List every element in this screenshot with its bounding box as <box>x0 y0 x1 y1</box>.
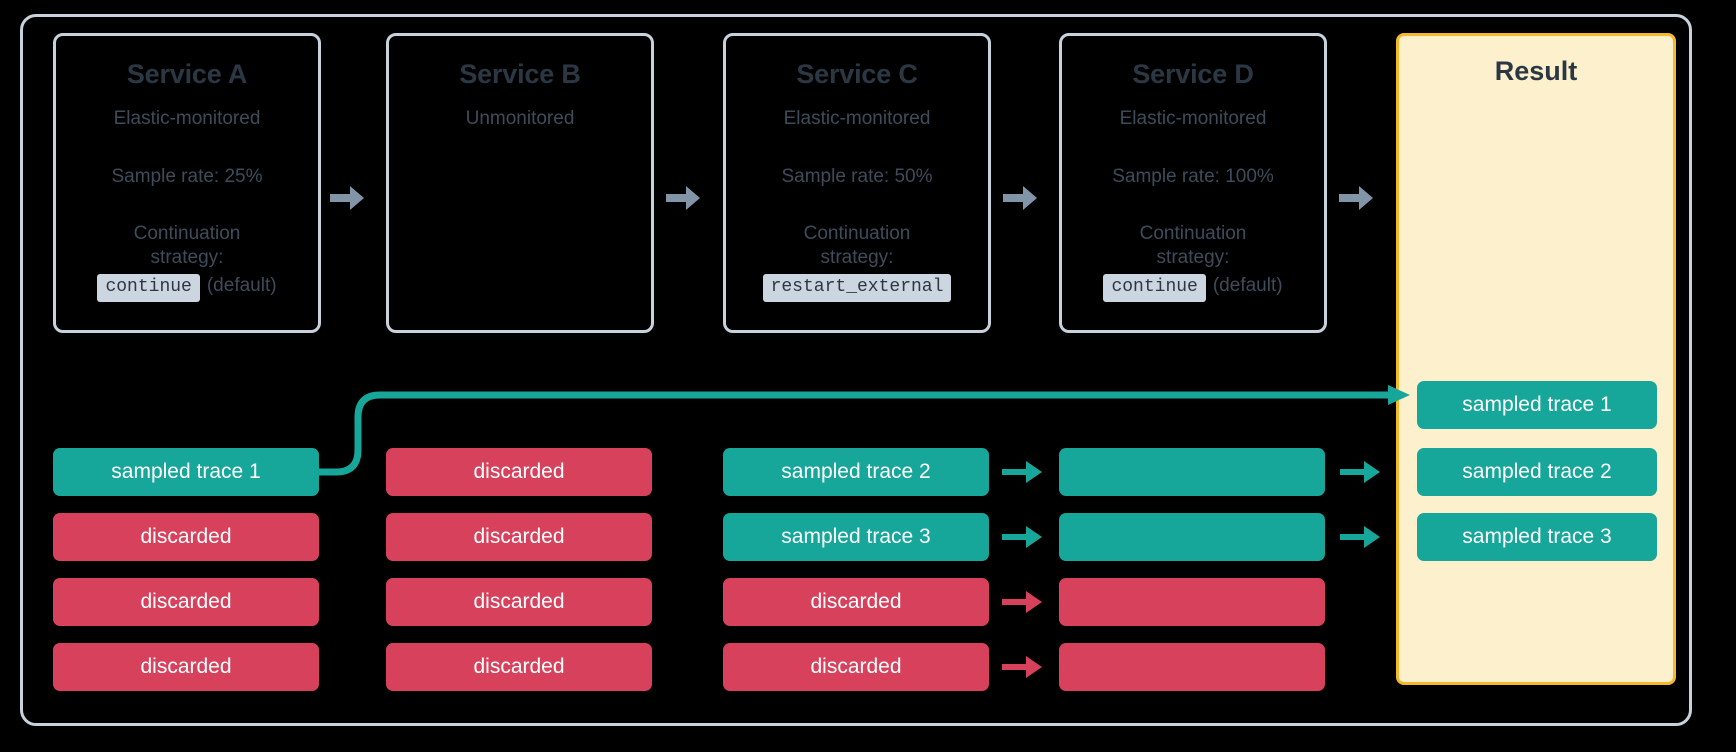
list-item: discarded <box>723 578 989 626</box>
service-card-c: Service C Elastic-monitored Sample rate:… <box>723 33 991 333</box>
list-item: discarded <box>53 513 319 561</box>
result-panel <box>1396 33 1676 685</box>
row-arrow-c-to-d-icon <box>1002 526 1042 548</box>
service-strategy-row: restart_external <box>762 274 952 302</box>
row-arrow-c-to-d-icon <box>1002 656 1042 678</box>
trace1-connector-path <box>314 385 1410 476</box>
service-card-b: Service B Unmonitored <box>386 33 654 333</box>
service-monitoring: Unmonitored <box>465 107 575 129</box>
service-card-a: Service A Elastic-monitored Sample rate:… <box>53 33 321 333</box>
service-monitoring: Elastic-monitored <box>783 107 931 129</box>
list-item <box>1059 513 1325 561</box>
result-title: Result <box>1494 56 1578 86</box>
list-item: discarded <box>386 643 652 691</box>
strategy-default-note: (default) <box>206 275 277 297</box>
list-item: sampled trace 2 <box>1417 448 1657 496</box>
list-item: sampled trace 1 <box>1417 381 1657 429</box>
outer-frame <box>20 14 1692 726</box>
service-sample-rate: Sample rate: 100% <box>1112 165 1274 187</box>
list-item <box>1059 578 1325 626</box>
list-item <box>1059 448 1325 496</box>
service-sample-rate: Sample rate: 25% <box>111 165 263 187</box>
list-item: discarded <box>53 643 319 691</box>
service-title: Service B <box>459 59 581 89</box>
row-arrow-c-to-d-icon <box>1002 591 1042 613</box>
strategy-code-chip: restart_external <box>762 274 952 302</box>
service-title: Service A <box>126 59 248 89</box>
list-item: discarded <box>386 578 652 626</box>
service-monitoring: Elastic-monitored <box>1119 107 1267 129</box>
list-item: sampled trace 3 <box>1417 513 1657 561</box>
list-item <box>1059 643 1325 691</box>
list-item: sampled trace 1 <box>53 448 319 496</box>
list-item: sampled trace 3 <box>723 513 989 561</box>
strategy-code-chip: continue <box>1103 274 1206 302</box>
list-item: sampled trace 2 <box>723 448 989 496</box>
row-arrow-d-to-result-icon <box>1340 526 1380 548</box>
flow-arrow-d-to-result-icon <box>1339 186 1373 210</box>
service-title: Service D <box>1132 59 1254 89</box>
service-strategy-row: continue (default) <box>97 274 277 302</box>
list-item: discarded <box>53 578 319 626</box>
strategy-default-note: (default) <box>1212 275 1283 297</box>
list-item: discarded <box>386 448 652 496</box>
service-card-d: Service D Elastic-monitored Sample rate:… <box>1059 33 1327 333</box>
flow-arrow-b-to-c-icon <box>666 186 700 210</box>
row-arrow-c-to-d-icon <box>1002 461 1042 483</box>
flow-arrow-a-to-b-icon <box>330 186 364 210</box>
strategy-code-chip: continue <box>97 274 200 302</box>
row-arrow-d-to-result-icon <box>1340 461 1380 483</box>
list-item: discarded <box>386 513 652 561</box>
service-strategy-row: continue (default) <box>1103 274 1283 302</box>
list-item: discarded <box>723 643 989 691</box>
service-title: Service C <box>796 59 918 89</box>
service-monitoring: Elastic-monitored <box>113 107 261 129</box>
flow-arrow-c-to-d-icon <box>1003 186 1037 210</box>
service-sample-rate: Sample rate: 50% <box>781 165 933 187</box>
